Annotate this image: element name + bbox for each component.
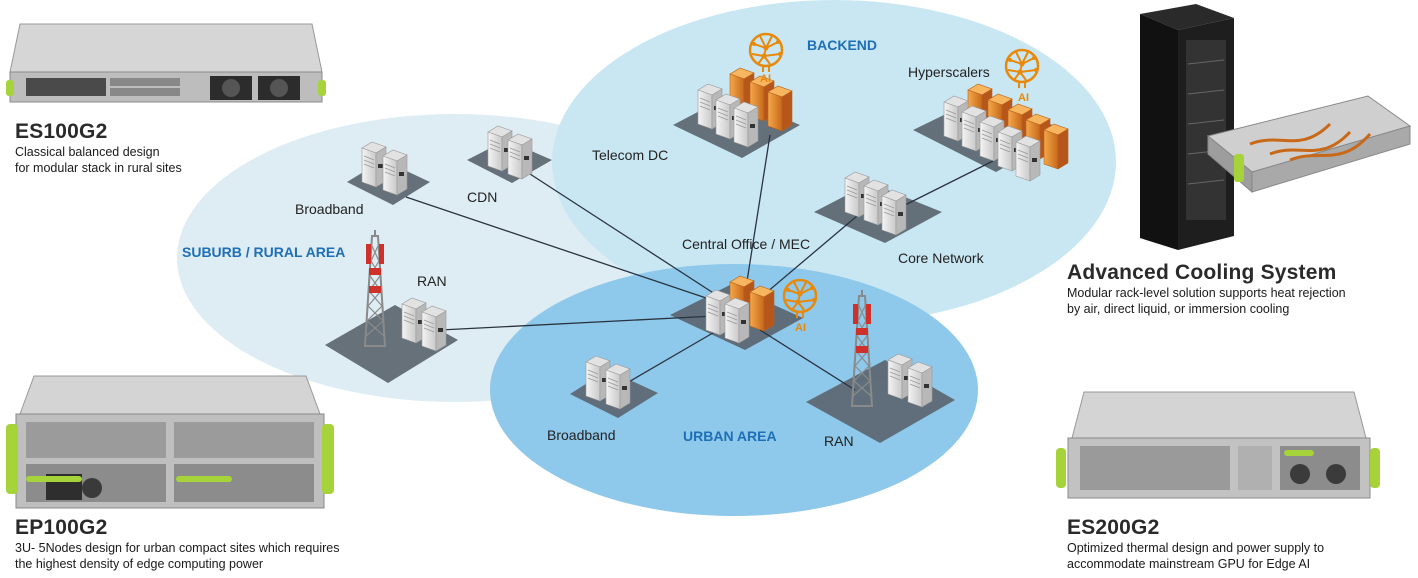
node-label-broadband-urban: Broadband: [547, 427, 616, 443]
es100g2-server-image: [6, 23, 326, 103]
ai-badge: AI: [760, 73, 771, 85]
product-cooling: Advanced Cooling System Modular rack-lev…: [1067, 261, 1346, 317]
cooling-rack-image: [1140, 4, 1412, 250]
connection-lines: [405, 134, 1016, 391]
node-label-hyperscalers: Hyperscalers: [908, 64, 990, 80]
ep100g2-server-image: [6, 375, 334, 509]
node-label-telecom-dc: Telecom DC: [592, 147, 668, 163]
ai-badge: AI: [795, 322, 806, 334]
product-description: Classical balanced design for modular st…: [15, 145, 182, 175]
product-es200g2: ES200G2 Optimized thermal design and pow…: [1067, 516, 1324, 572]
area-label-backend: BACKEND: [807, 37, 877, 53]
node-label-cdn: CDN: [467, 189, 497, 205]
es200g2-server-image: [1056, 391, 1380, 499]
node-label-central-office: Central Office / MEC: [682, 236, 810, 252]
ai-badge: AI: [1018, 92, 1029, 104]
product-description: 3U- 5Nodes design for urban compact site…: [15, 541, 340, 571]
product-name: ES100G2: [15, 120, 108, 143]
product-name: ES200G2: [1067, 516, 1160, 539]
area-label-urban: URBAN AREA: [683, 428, 777, 444]
product-es100g2: ES100G2 Classical balanced design for mo…: [15, 120, 182, 176]
product-name: EP100G2: [15, 516, 108, 539]
node-label-core-network: Core Network: [898, 250, 985, 266]
backend-area-region: [552, 0, 1116, 324]
urban-area-region: [490, 264, 978, 516]
product-description: Optimized thermal design and power suppl…: [1067, 541, 1325, 571]
product-description: Modular rack-level solution supports hea…: [1067, 286, 1346, 316]
node-label-broadband-rural: Broadband: [295, 201, 364, 217]
node-label-ran-rural: RAN: [417, 273, 447, 289]
area-label-suburb: SUBURB / RURAL AREA: [182, 244, 345, 260]
product-ep100g2: EP100G2 3U- 5Nodes design for urban comp…: [15, 516, 339, 572]
product-name: Advanced Cooling System: [1067, 261, 1337, 284]
node-label-ran-urban: RAN: [824, 433, 854, 449]
